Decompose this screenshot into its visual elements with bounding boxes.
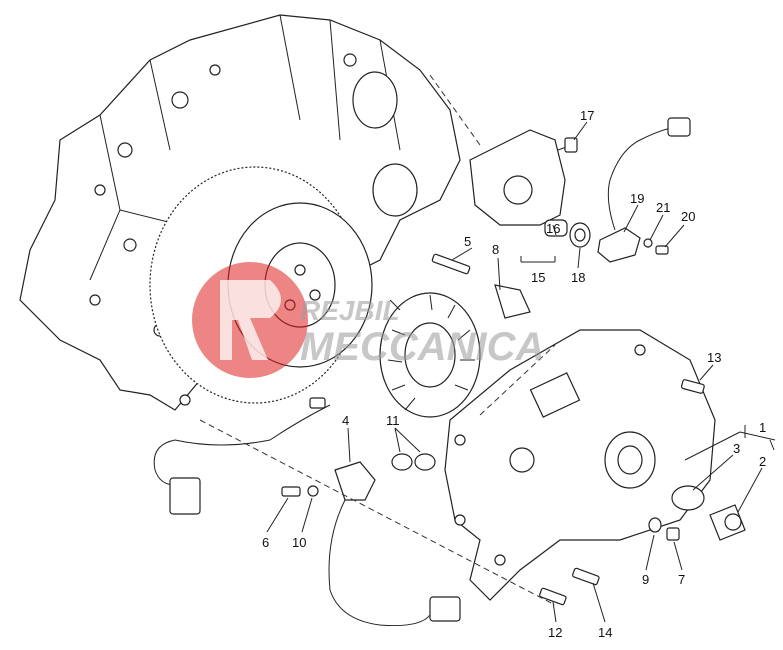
part-label-10: 10	[292, 535, 306, 550]
alignment-lines	[199, 74, 556, 606]
part-label-9: 9	[642, 572, 649, 587]
part-labels: 1 2 3 4 5 6 7 8 9 10 11 12 13 14 15 16 1…	[262, 108, 766, 640]
generator-cover	[444, 329, 716, 601]
part-label-16: 16	[546, 221, 560, 236]
part-label-4: 4	[342, 413, 349, 428]
part-label-1: 1	[759, 420, 766, 435]
pickup-sensor	[328, 461, 461, 626]
wire-harness	[153, 397, 331, 515]
part-label-21: 21	[656, 200, 670, 215]
watermark: REJBIL MECCANICA	[192, 262, 544, 378]
part-label-18: 18	[571, 270, 585, 285]
watermark-line2: MECCANICA	[300, 325, 544, 369]
stator	[379, 292, 481, 418]
part-label-20: 20	[681, 209, 695, 224]
part-label-6: 6	[262, 535, 269, 550]
part-label-2: 2	[759, 454, 766, 469]
part-label-11: 11	[386, 413, 400, 428]
pickup-cover	[469, 129, 591, 248]
part-label-19: 19	[630, 191, 644, 206]
watermark-line1: REJBIL	[300, 295, 400, 326]
part-label-5: 5	[464, 234, 471, 249]
part-label-17: 17	[580, 108, 594, 123]
watermark-logo-glyph	[220, 280, 281, 360]
bolts-and-seals	[281, 253, 746, 606]
leader-lines	[266, 121, 776, 623]
speed-sensor	[597, 117, 691, 263]
part-label-7: 7	[678, 572, 685, 587]
part-label-12: 12	[548, 625, 562, 640]
part-label-14: 14	[598, 625, 612, 640]
part-label-13: 13	[707, 350, 721, 365]
part-label-15: 15	[531, 270, 545, 285]
part-label-8: 8	[492, 242, 499, 257]
part-label-3: 3	[733, 441, 740, 456]
